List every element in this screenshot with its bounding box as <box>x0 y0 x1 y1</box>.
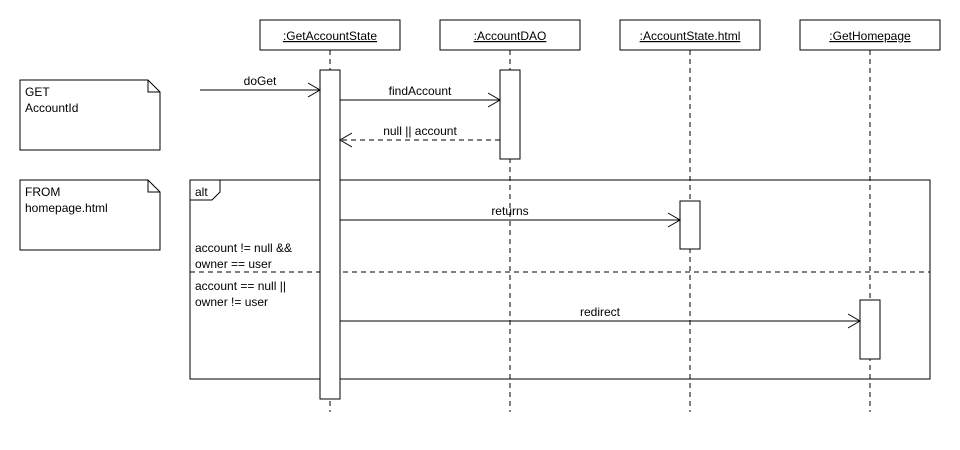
note-line: GET <box>25 85 50 99</box>
alt-guard-1: account != null && <box>195 241 292 255</box>
participant-label: :AccountState.html <box>640 29 741 43</box>
message-label: returns <box>491 204 528 218</box>
note-line: homepage.html <box>25 201 108 215</box>
activation-account-dao <box>499 69 521 160</box>
message-do-get: doGet <box>200 74 321 98</box>
note-line: FROM <box>25 185 60 199</box>
participant-label: :AccountDAO <box>474 29 547 43</box>
message-returns: returns <box>340 204 681 228</box>
participant-label: :GetHomepage <box>829 29 911 43</box>
note-from-page: FROM homepage.html <box>19 179 161 251</box>
message-label: null || account <box>383 124 457 138</box>
participant-account-dao: :AccountDAO <box>439 19 581 51</box>
participant-label: :GetAccountState <box>283 29 377 43</box>
alt-guard-1: owner == user <box>195 257 272 271</box>
note-get-request: GET AccountId <box>19 79 161 151</box>
activation-account-state-html <box>679 200 701 250</box>
message-label: redirect <box>580 305 621 319</box>
participant-account-state-html: :AccountState.html <box>619 19 761 51</box>
activation-get-homepage <box>859 299 881 360</box>
message-find-account-return: null || account <box>339 124 500 148</box>
alt-fragment: alt account != null && owner == user acc… <box>189 179 931 380</box>
alt-guard-2: account == null || <box>195 279 286 293</box>
alt-operator-label: alt <box>195 185 208 199</box>
message-label: findAccount <box>389 84 452 98</box>
message-find-account: findAccount <box>340 84 501 108</box>
participant-get-account-state: :GetAccountState <box>259 19 401 51</box>
alt-guard-2: owner != user <box>195 295 268 309</box>
participant-get-homepage: :GetHomepage <box>799 19 941 51</box>
note-line: AccountId <box>25 101 78 115</box>
activation-get-account-state <box>319 69 341 400</box>
message-redirect: redirect <box>340 305 861 329</box>
message-label: doGet <box>244 74 277 88</box>
